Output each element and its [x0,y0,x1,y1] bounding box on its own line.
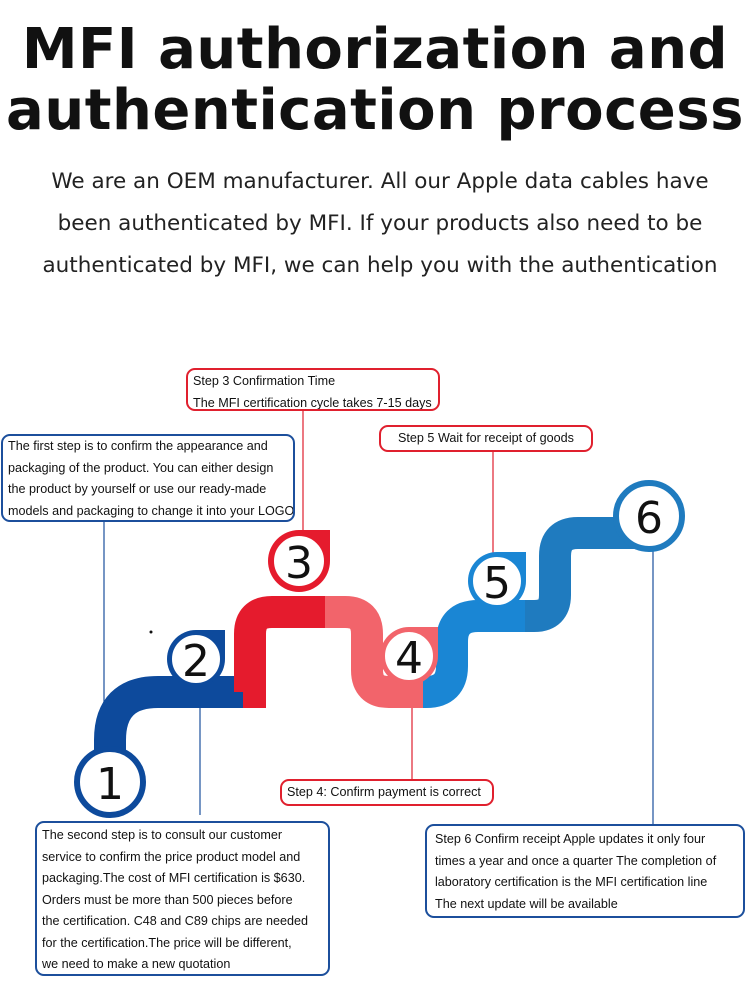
step1-line: the product by yourself or use our ready… [8,482,267,496]
step5-box: Step 5 Wait for receipt of goods [379,425,593,452]
step-marker-2: 2 [167,630,225,688]
step-marker-5: 5 [468,552,526,610]
step2-line: the certification. C48 and C89 chips are… [42,914,309,928]
intro-paragraph: We are an OEM manufacturer. All our Appl… [0,161,750,287]
path-segment-blue-dark [94,676,243,770]
step-number-1: 1 [96,759,124,810]
step1-box: The first step is to confirm the appeara… [1,434,295,522]
step4-box: Step 4: Confirm payment is correct [280,779,494,806]
step3-box: Step 3 Confirmation Time The MFI certifi… [186,368,440,411]
step-marker-6: 6 [613,480,685,552]
step-marker-1: 1 [74,746,146,818]
step2-line: for the certification.The price will be … [42,935,292,950]
step-number-6: 6 [635,493,663,544]
step6-line: Step 6 Confirm receipt Apple updates it … [435,832,706,846]
intro-line-2: been authenticated by MFI. If your produ… [57,211,703,236]
path-segment-blue [423,600,525,708]
step3-line: The MFI certification cycle takes 7-15 d… [193,395,432,410]
intro-line-1: We are an OEM manufacturer. All our Appl… [51,169,709,194]
step-marker-4: 4 [380,627,438,685]
step2-line: service to confirm the price product mod… [42,849,301,864]
step-number-2: 2 [182,636,210,687]
step4-line: Step 4: Confirm payment is correct [287,785,481,799]
step1-line: packaging of the product. You can either… [8,460,274,475]
intro-line-3: authenticated by MFI, we can help you wi… [42,253,718,278]
stray-dot [149,630,153,634]
step6-line: The next update will be available [435,896,618,911]
step1-line: The first step is to confirm the appeara… [8,439,268,453]
page-title-line-2: authentication process [6,78,744,143]
path-segment-red [234,596,325,708]
step6-line: laboratory certification is the MFI cert… [435,875,708,889]
step2-line: Orders must be more than 500 pieces befo… [42,892,293,907]
step-marker-3: 3 [268,530,330,592]
step1-line: models and packaging to change it into y… [8,503,295,518]
step2-line: packaging.The cost of MFI certification … [42,871,306,885]
step2-line: we need to make a new quotation [42,957,231,971]
step3-line: Step 3 Confirmation Time [193,374,336,388]
path-segment-pink [325,596,423,708]
step2-line: The second step is to consult our custom… [42,828,283,842]
step-number-4: 4 [395,633,423,684]
step5-line: Step 5 Wait for receipt of goods [398,431,574,445]
step-number-3: 3 [285,538,313,589]
page-title-line-1: MFI authorization and [21,17,729,82]
path-segment-steel [525,517,640,632]
step2-box: The second step is to consult our custom… [35,821,330,976]
step6-line: times a year and once a quarter The comp… [435,853,717,868]
step6-box: Step 6 Confirm receipt Apple updates it … [425,824,745,918]
step-number-5: 5 [483,558,511,609]
